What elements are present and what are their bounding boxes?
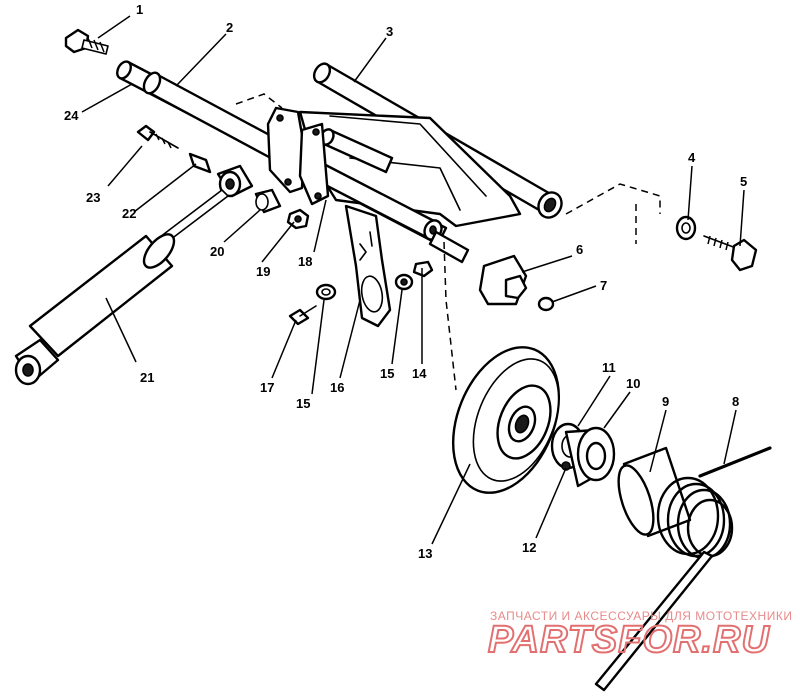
callout-7: 7 — [600, 278, 607, 293]
watermark: ЗАПЧАСТИ И АКСЕССУАРЫ ДЛЯ МОТОТЕХНИКИ PA… — [487, 609, 792, 662]
callout-6: 6 — [576, 242, 583, 257]
callout-18: 18 — [298, 254, 312, 269]
callout-15-left: 15 — [296, 396, 310, 411]
part-6-slide-block — [478, 254, 528, 306]
callout-19: 19 — [256, 264, 270, 279]
part-15-washer-left — [315, 283, 337, 301]
part-shock-eye-bushing — [216, 164, 254, 198]
callout-3: 3 — [386, 24, 393, 39]
part-21-shock-absorber — [14, 189, 229, 386]
part-1-bolt — [64, 28, 109, 55]
part-12-spacer — [561, 461, 571, 471]
callout-2: 2 — [226, 20, 233, 35]
part-8-torsion-spring — [594, 446, 772, 692]
callout-12: 12 — [522, 540, 536, 555]
callout-11: 11 — [602, 360, 616, 375]
callout-8: 8 — [732, 394, 739, 409]
callout-4: 4 — [688, 150, 696, 165]
phantom-line-axle — [443, 241, 457, 391]
part-7-nut — [537, 296, 555, 312]
part-18-mounting-plate — [266, 106, 330, 206]
part-5-bolt — [703, 235, 758, 272]
callout-17: 17 — [260, 380, 274, 395]
callout-13: 13 — [418, 546, 432, 561]
part-14-nut — [412, 260, 434, 278]
callout-21: 21 — [140, 370, 154, 385]
callout-15-right: 15 — [380, 366, 394, 381]
part-10-bushing — [564, 426, 616, 488]
part-16-arm-bracket — [344, 204, 392, 328]
phantom-line-top — [235, 93, 283, 109]
part-15-washer-right — [394, 273, 414, 291]
part-20-spacer — [254, 188, 282, 214]
part-22-bushing — [188, 152, 212, 174]
callout-22: 22 — [122, 206, 136, 221]
callout-14: 14 — [412, 366, 427, 381]
callout-20: 20 — [210, 244, 224, 259]
callout-1: 1 — [136, 2, 143, 17]
callout-23: 23 — [86, 190, 100, 205]
watermark-tagline: ЗАПЧАСТИ И АКСЕССУАРЫ ДЛЯ МОТОТЕХНИКИ — [490, 609, 792, 623]
torque-arm-frame — [298, 110, 522, 264]
callout-24: 24 — [64, 108, 79, 123]
callout-labels: 1 2 3 4 5 6 7 8 9 10 11 12 13 14 15 15 1… — [64, 2, 747, 561]
callout-10: 10 — [626, 376, 640, 391]
callout-5: 5 — [740, 174, 747, 189]
part-13-idler-wheel — [451, 346, 561, 494]
phantom-line-right — [565, 183, 661, 215]
callout-9: 9 — [662, 394, 669, 409]
part-17-screw — [288, 305, 317, 326]
leader-lines — [81, 15, 745, 545]
watermark-brand: PARTSFOR.RU — [488, 619, 770, 661]
part-4-washer — [675, 215, 697, 241]
part-23-bolt — [136, 124, 179, 149]
callout-16: 16 — [330, 380, 344, 395]
